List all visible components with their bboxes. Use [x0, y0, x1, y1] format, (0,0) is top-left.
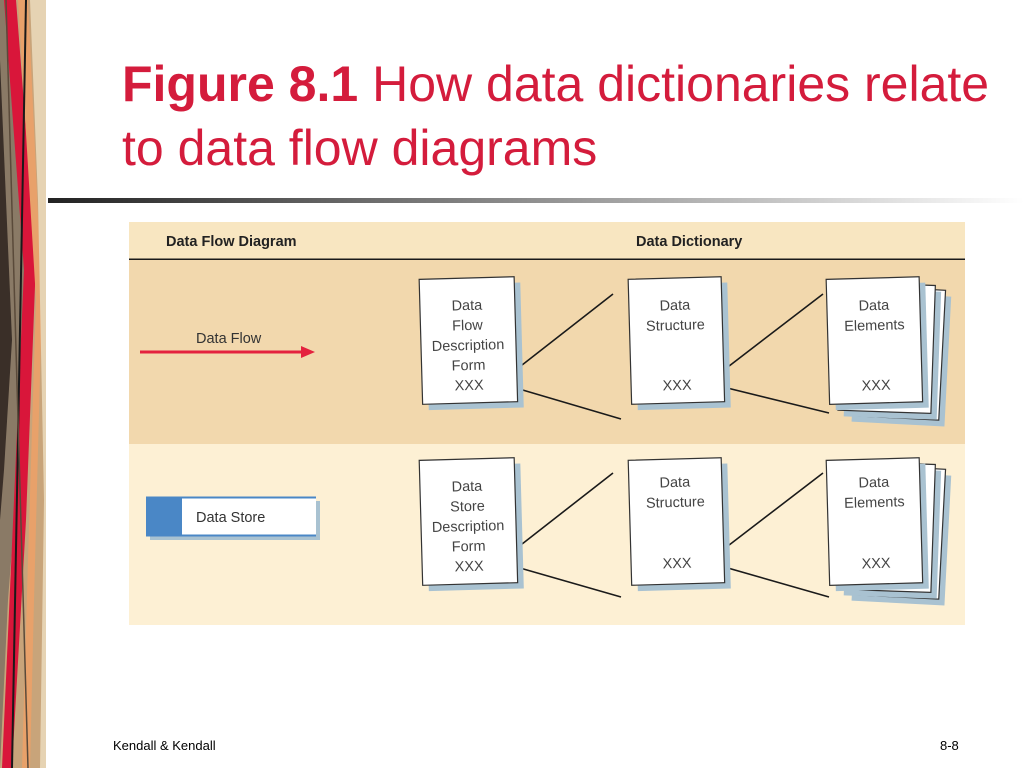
form-line: Data	[451, 479, 483, 496]
figure-label: Figure 8.1	[122, 56, 359, 112]
form-line: Flow	[452, 318, 484, 335]
form-line: Form	[452, 539, 486, 556]
form-code: XXX	[454, 559, 484, 576]
structure-code: XXX	[662, 556, 692, 573]
left-decorative-border	[0, 0, 46, 768]
structure-line: Data	[659, 475, 691, 492]
elements-line: Data	[858, 298, 890, 315]
form-line: Store	[450, 499, 485, 516]
structure-line: Structure	[646, 494, 705, 512]
data-flow-label: Data Flow	[196, 331, 262, 347]
footer-author: Kendall & Kendall	[113, 738, 216, 753]
structure-line: Structure	[646, 317, 705, 335]
data-store-label: Data Store	[196, 510, 265, 526]
data-store-symbol: Data Store	[146, 496, 320, 540]
elements-line: Data	[858, 475, 890, 492]
header-dfd: Data Flow Diagram	[166, 234, 297, 250]
header-dd: Data Dictionary	[636, 234, 742, 250]
elements-line: Elements	[844, 494, 905, 512]
elements-code: XXX	[861, 556, 891, 573]
structure-line: Data	[659, 298, 691, 315]
form-card-data-flow: Data Flow Description Form XXX	[418, 276, 524, 411]
elements-code: XXX	[861, 378, 891, 395]
form-line: Description	[432, 337, 505, 355]
form-line: Description	[432, 518, 505, 536]
elements-card-stack-data-store: Data Elements XXX	[825, 457, 952, 606]
form-line: Data	[451, 298, 483, 315]
figure-caption: How data dictionaries relate to data flo…	[122, 56, 990, 176]
structure-card-data-store: Data Structure XXX	[627, 457, 731, 592]
form-card-data-store: Data Store Description Form XXX	[418, 457, 524, 592]
figure-diagram: Data Flow Diagram Data Dictionary Data F…	[129, 222, 965, 625]
slide-title: Figure 8.1 How data dictionaries relate …	[122, 52, 1002, 180]
elements-card-stack-data-flow: Data Elements XXX	[825, 276, 952, 427]
structure-code: XXX	[662, 378, 692, 395]
header-band	[129, 222, 965, 260]
title-divider	[48, 198, 1024, 203]
structure-card-data-flow: Data Structure XXX	[627, 276, 731, 411]
elements-line: Elements	[844, 317, 905, 335]
form-code: XXX	[454, 378, 484, 395]
data-flow-symbol: Data Flow	[140, 331, 315, 358]
form-line: Form	[451, 358, 485, 375]
slide-number: 8-8	[940, 738, 959, 753]
